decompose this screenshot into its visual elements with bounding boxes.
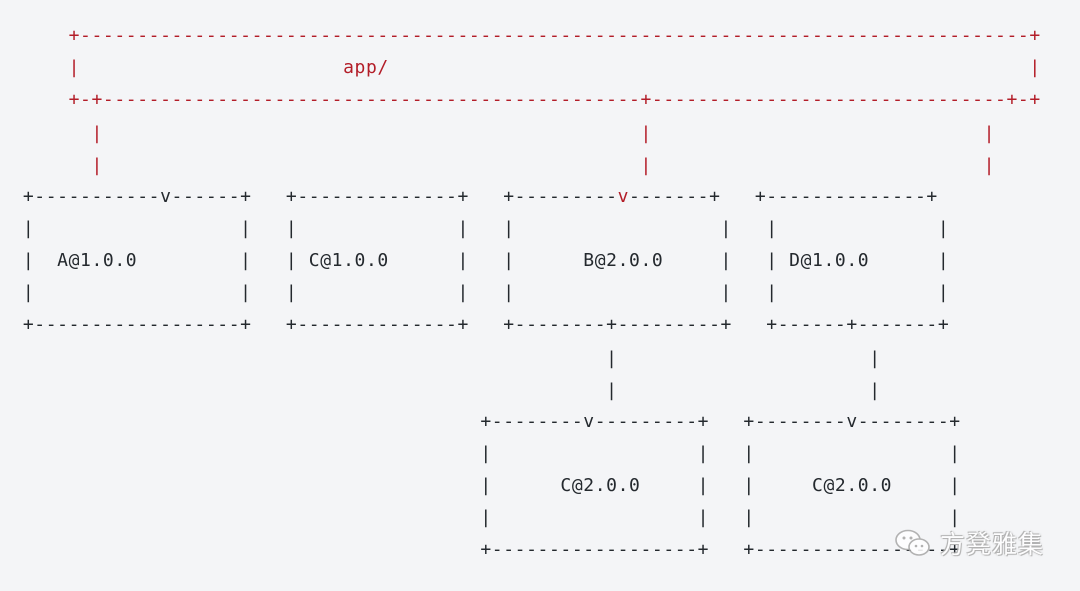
wechat-icon: [895, 529, 930, 556]
diagram-line-segment-red: | | |: [0, 123, 996, 144]
diagram-line-segment: | |: [0, 348, 881, 369]
diagram-line-segment: | | | |: [0, 443, 961, 464]
diagram-line: | app/ |: [0, 52, 1041, 84]
diagram-line-segment-red: +-+-------------------------------------…: [0, 89, 1041, 110]
diagram-line: +-+-------------------------------------…: [0, 84, 1041, 116]
watermark: 方凳雅集: [894, 525, 1044, 561]
diagram-line-segment: +------------------+ +--------------+ +-…: [0, 314, 950, 335]
diagram-line-segment: +-----------v------+ +--------------+ +-…: [0, 186, 618, 207]
diagram-line: | | | | | | | |: [0, 213, 949, 245]
watermark-text: 方凳雅集: [939, 530, 1044, 559]
diagram-line: | |: [0, 343, 881, 375]
diagram-line: | |: [0, 375, 881, 407]
diagram-line-segment: | |: [0, 380, 881, 401]
diagram-line: +------------------+ +-----------------+: [0, 534, 961, 566]
diagram-line: +---------------------------------------…: [0, 20, 1041, 52]
diagram-line-segment: | | | | | | | |: [0, 282, 950, 303]
diagram-line: | | | | | | | |: [0, 277, 949, 309]
diagram-line-segment: +--------v---------+ +--------v--------+: [0, 411, 961, 432]
diagram-line: +-----------v------+ +--------------+ +-…: [0, 181, 938, 213]
diagram-line-segment: | C@2.0.0 | | C@2.0.0 |: [0, 475, 961, 496]
diagram-line-segment-red: v: [617, 186, 630, 207]
diagram-line: | A@1.0.0 | | C@1.0.0 | | B@2.0.0 | | D@…: [0, 245, 949, 277]
diagram-line: | | | |: [0, 438, 961, 470]
diagram-line-segment-red: | | |: [0, 155, 996, 176]
diagram-line-segment: | | | | | | | |: [0, 218, 950, 239]
diagram-line: | C@2.0.0 | | C@2.0.0 |: [0, 470, 961, 502]
diagram-line-segment: -------+ +--------------+: [629, 186, 938, 207]
diagram-line: +--------v---------+ +--------v--------+: [0, 406, 961, 438]
diagram-line: | | | |: [0, 502, 961, 534]
diagram-line-segment-red: | app/ |: [0, 57, 1041, 78]
diagram-line-segment-red: +---------------------------------------…: [0, 25, 1041, 46]
diagram-line: | | |: [0, 118, 995, 150]
diagram-line-segment: +------------------+ +-----------------+: [0, 539, 961, 560]
diagram-line: | | |: [0, 150, 995, 182]
diagram-line: +------------------+ +--------------+ +-…: [0, 309, 949, 341]
diagram-line-segment: | A@1.0.0 | | C@1.0.0 | | B@2.0.0 | | D@…: [0, 250, 950, 271]
diagram-line-segment: | | | |: [0, 507, 961, 528]
